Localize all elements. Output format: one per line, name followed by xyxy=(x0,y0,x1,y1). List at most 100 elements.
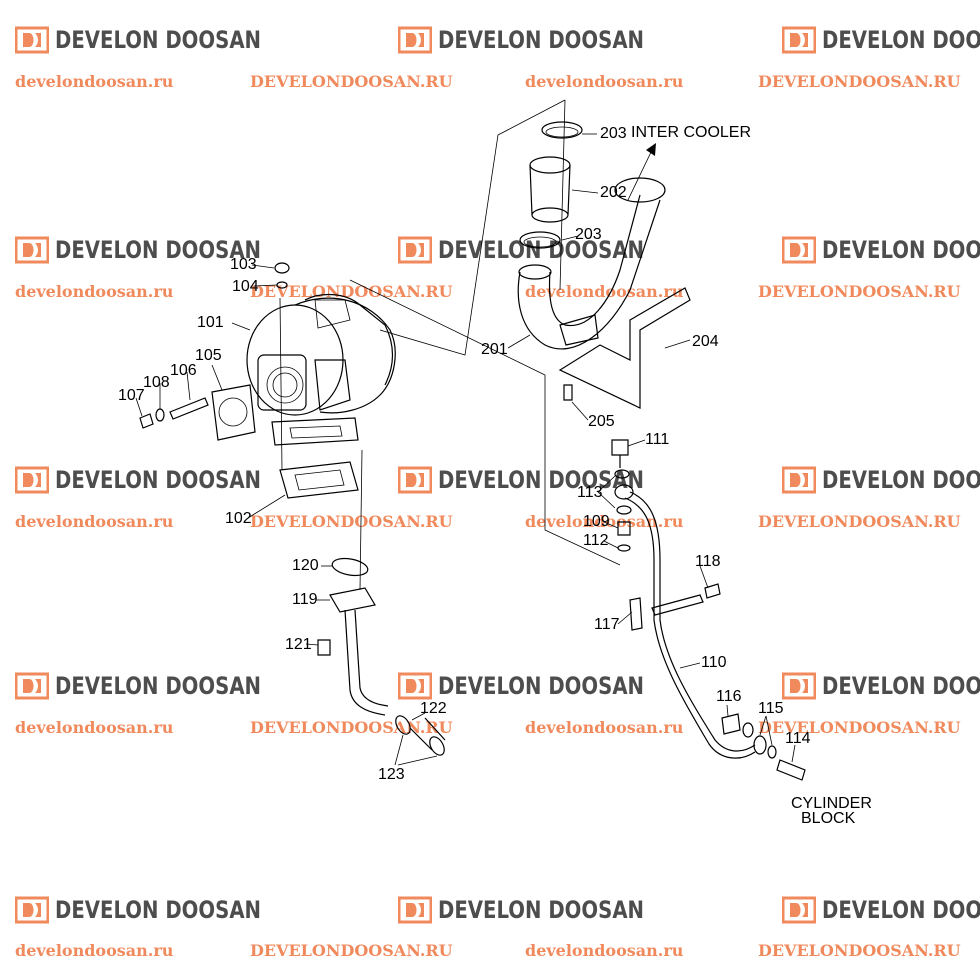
watermark-brand-text: DEVELON DOOSAN xyxy=(55,466,262,494)
watermark-url: DEVELONDOOSAN.RU xyxy=(758,282,961,301)
watermark-brand: DEVELON DOOSAN xyxy=(782,236,980,264)
watermark-brand-text: DEVELON DOOSAN xyxy=(822,236,980,264)
watermark-brand-text: DEVELON DOOSAN xyxy=(55,236,262,264)
watermark-brand-text: DEVELON DOOSAN xyxy=(822,466,980,494)
watermark-url: DEVELONDOOSAN.RU xyxy=(250,941,453,960)
develon-logo-icon xyxy=(398,466,432,494)
watermark-url: develondoosan.ru xyxy=(525,72,684,91)
watermark-url: DEVELONDOOSAN.RU xyxy=(250,72,453,91)
label-117: 117 xyxy=(594,616,620,633)
watermark-brand: DEVELON DOOSAN xyxy=(398,672,689,700)
develon-logo-icon xyxy=(782,466,816,494)
label-115: 115 xyxy=(758,700,784,717)
watermark-brand-text: DEVELON DOOSAN xyxy=(822,672,980,700)
watermark-brand: DEVELON DOOSAN xyxy=(398,896,689,924)
label-101: 101 xyxy=(197,314,224,331)
gasket-102 xyxy=(279,461,359,499)
label-104: 104 xyxy=(232,278,259,295)
label-107: 107 xyxy=(118,387,145,404)
turbocharger xyxy=(246,294,396,446)
watermark-url: develondoosan.ru xyxy=(525,718,684,737)
label-204: 204 xyxy=(692,333,719,350)
watermark-brand: DEVELON DOOSAN xyxy=(15,236,306,264)
develon-logo-icon xyxy=(398,26,432,54)
develon-logo-icon xyxy=(15,466,49,494)
develon-logo-icon xyxy=(782,672,816,700)
label-202: 202 xyxy=(600,184,627,201)
watermark-url: develondoosan.ru xyxy=(15,512,174,531)
label-102: 102 xyxy=(225,510,252,527)
watermark-brand-text: DEVELON DOOSAN xyxy=(55,26,262,54)
label-118: 118 xyxy=(695,553,721,570)
label-120: 120 xyxy=(292,557,319,574)
watermark-brand-text: DEVELON DOOSAN xyxy=(55,896,262,924)
watermark-url: DEVELONDOOSAN.RU xyxy=(250,282,453,301)
label-block: BLOCK xyxy=(801,810,856,827)
develon-logo-icon xyxy=(15,26,49,54)
watermark-url: develondoosan.ru xyxy=(525,941,684,960)
label-116: 116 xyxy=(716,688,742,705)
watermark-brand: DEVELON DOOSAN xyxy=(398,466,689,494)
label-203a: 203 xyxy=(600,125,627,142)
watermark-url: develondoosan.ru xyxy=(15,941,174,960)
label-103: 103 xyxy=(230,256,257,273)
watermark-brand: DEVELON DOOSAN xyxy=(398,26,689,54)
watermark-brand: DEVELON DOOSAN xyxy=(15,26,306,54)
watermark-brand-text: DEVELON DOOSAN xyxy=(438,236,645,264)
develon-logo-icon xyxy=(398,236,432,264)
label-121: 121 xyxy=(285,636,312,653)
watermark-brand: DEVELON DOOSAN xyxy=(15,672,306,700)
watermark-url: develondoosan.ru xyxy=(525,512,684,531)
label-114: 114 xyxy=(785,730,811,747)
watermark-url: develondoosan.ru xyxy=(15,718,174,737)
label-201: 201 xyxy=(481,341,508,358)
watermark-brand: DEVELON DOOSAN xyxy=(782,896,980,924)
develon-logo-icon xyxy=(782,236,816,264)
watermark-brand: DEVELON DOOSAN xyxy=(782,466,980,494)
watermark-brand-text: DEVELON DOOSAN xyxy=(438,466,645,494)
label-205: 205 xyxy=(588,413,615,430)
watermark-brand-text: DEVELON DOOSAN xyxy=(822,896,980,924)
develon-logo-icon xyxy=(15,672,49,700)
watermark-brand-text: DEVELON DOOSAN xyxy=(438,672,645,700)
watermark-brand-text: DEVELON DOOSAN xyxy=(438,26,645,54)
develon-logo-icon xyxy=(15,236,49,264)
watermark-url: DEVELONDOOSAN.RU xyxy=(758,718,961,737)
label-109: 109 xyxy=(583,513,610,530)
develon-logo-icon xyxy=(15,896,49,924)
label-inter-cooler: INTER COOLER xyxy=(631,124,751,141)
develon-logo-icon xyxy=(782,26,816,54)
label-cylinder: CYLINDER xyxy=(791,795,872,812)
watermark-url: DEVELONDOOSAN.RU xyxy=(758,72,961,91)
label-113: 113 xyxy=(577,484,603,501)
label-119: 119 xyxy=(292,591,318,608)
watermark-brand: DEVELON DOOSAN xyxy=(782,26,980,54)
watermark-brand: DEVELON DOOSAN xyxy=(782,672,980,700)
watermark-brand: DEVELON DOOSAN xyxy=(15,896,306,924)
label-110: 110 xyxy=(701,654,727,671)
watermark-url: develondoosan.ru xyxy=(525,282,684,301)
watermark-url: DEVELONDOOSAN.RU xyxy=(250,512,453,531)
watermark-brand-text: DEVELON DOOSAN xyxy=(822,26,980,54)
develon-logo-icon xyxy=(782,896,816,924)
watermark-url: DEVELONDOOSAN.RU xyxy=(758,941,961,960)
watermark-brand: DEVELON DOOSAN xyxy=(15,466,306,494)
label-105: 105 xyxy=(195,347,222,364)
label-111: 111 xyxy=(645,431,669,448)
watermark-brand-text: DEVELON DOOSAN xyxy=(438,896,645,924)
watermark-url: develondoosan.ru xyxy=(15,282,174,301)
label-108: 108 xyxy=(143,374,170,391)
watermark-brand: DEVELON DOOSAN xyxy=(398,236,689,264)
develon-logo-icon xyxy=(398,672,432,700)
develon-logo-icon xyxy=(398,896,432,924)
watermark-brand-text: DEVELON DOOSAN xyxy=(55,672,262,700)
watermark-url: develondoosan.ru xyxy=(15,72,174,91)
label-203b: 203 xyxy=(575,226,602,243)
label-123: 123 xyxy=(378,766,405,783)
watermark-url: DEVELONDOOSAN.RU xyxy=(758,512,961,531)
label-122: 122 xyxy=(420,700,447,717)
label-106: 106 xyxy=(170,362,197,379)
label-112: 112 xyxy=(583,532,609,549)
